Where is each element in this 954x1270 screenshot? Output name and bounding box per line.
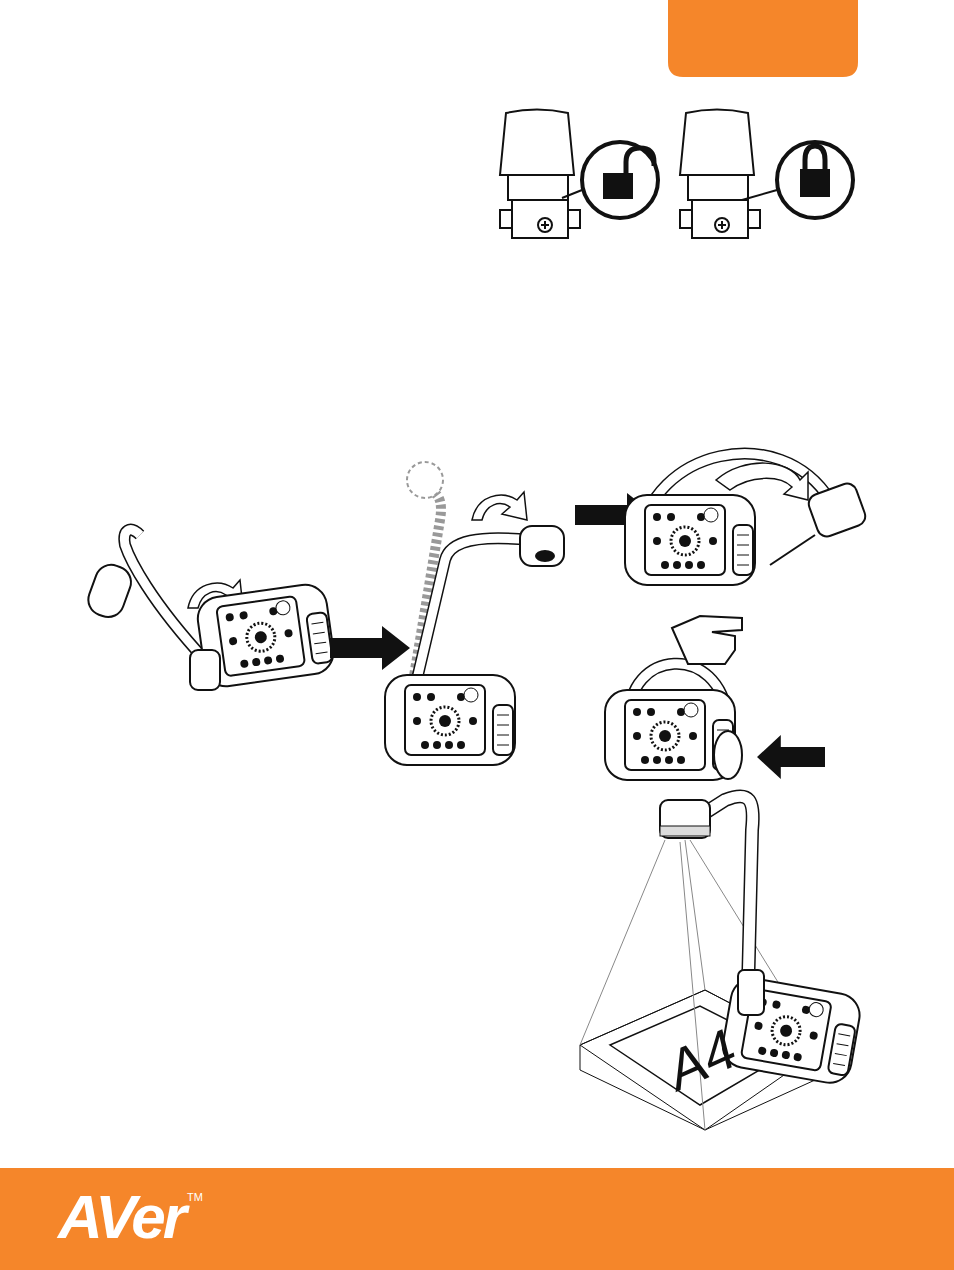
camera-folded-closed	[605, 616, 742, 780]
camera-rotate-head	[625, 454, 868, 585]
lock-illustration	[500, 110, 853, 239]
section-tab	[668, 0, 858, 77]
camera-projection	[580, 796, 863, 1130]
camera-folded	[84, 530, 336, 690]
camera-unfolding	[385, 462, 564, 765]
trademark: TM	[187, 1192, 203, 1203]
footer-band	[0, 1168, 954, 1270]
brand-logo: AVer	[58, 1186, 184, 1248]
